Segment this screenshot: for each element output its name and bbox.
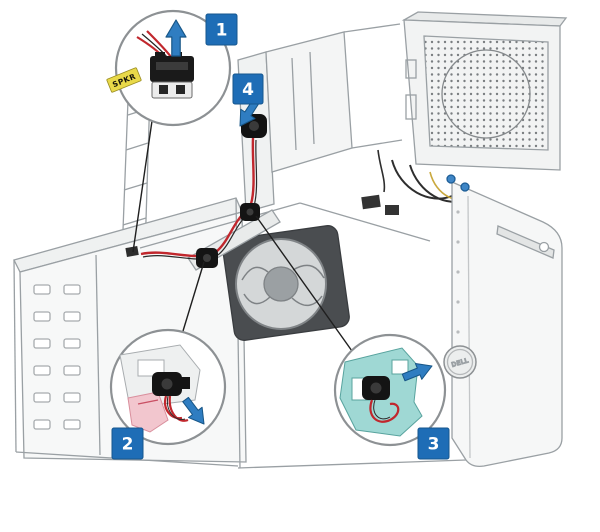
svg-text:1: 1 (216, 21, 228, 41)
thumbscrew (460, 182, 470, 192)
psu-fan-circle (441, 49, 531, 139)
step-2-badge: 2 (111, 427, 144, 460)
step-1-badge: 1 (205, 13, 238, 46)
power-button (538, 241, 550, 253)
speaker-cable (140, 137, 258, 260)
svg-text:2: 2 (122, 435, 134, 455)
step-3-badge: 3 (417, 427, 450, 460)
speaker-socket (151, 81, 193, 99)
thumbscrew (446, 174, 456, 184)
chassis-illustration: DELL (13, 11, 568, 469)
psu-unit (401, 11, 568, 171)
svg-text:4: 4 (242, 80, 254, 100)
step-badges: 1 4 2 3 (111, 13, 450, 460)
callout-pointer-lines (132, 120, 353, 352)
optical-drive-slot (496, 225, 555, 259)
front-panel: DELL (237, 174, 563, 469)
callout-circle-right-grommet (333, 333, 447, 447)
step-4-badge: 4 (232, 73, 264, 105)
motherboard-area (139, 194, 431, 341)
dell-logo: DELL (443, 345, 477, 379)
drive-bay-slots (33, 284, 81, 430)
callout-circle-left-grommet (109, 328, 227, 446)
svg-text:3: 3 (428, 435, 440, 455)
connector-label-tag: SPKR (106, 67, 142, 93)
callout-circle-connector: SPKR (106, 9, 232, 127)
speaker-header (125, 246, 139, 257)
